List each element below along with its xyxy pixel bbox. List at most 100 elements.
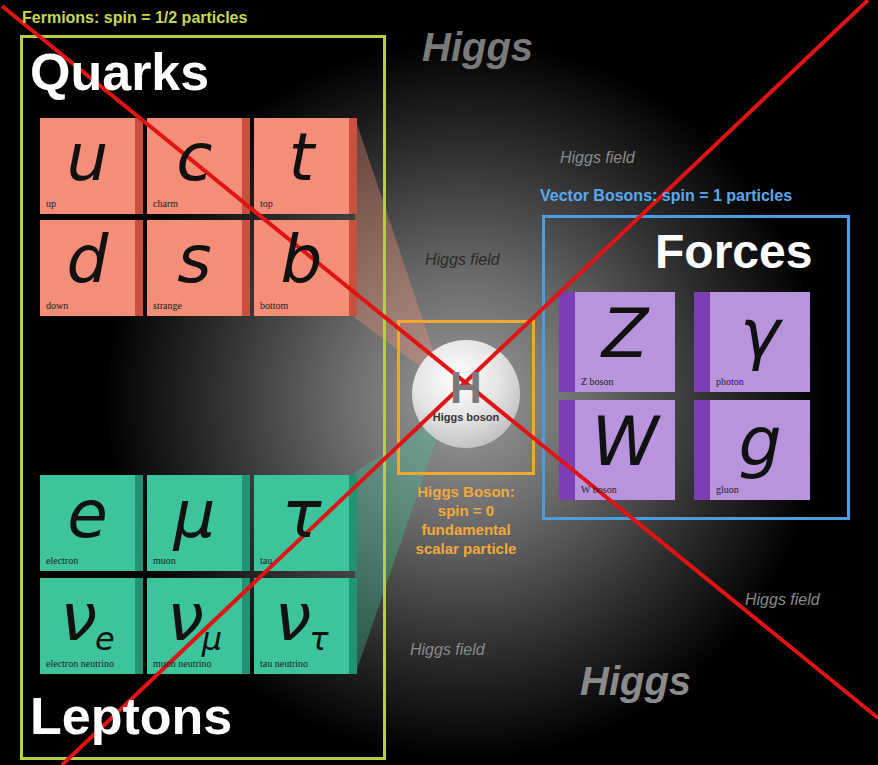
text-holder: Higgs <box>580 658 691 704</box>
group-title: Leptons <box>30 686 232 746</box>
lepton-cube: μ muon <box>147 475 242 571</box>
particle-symbol: s <box>177 222 211 298</box>
particle-name: electron neutrino <box>40 658 118 674</box>
symbol-group: t <box>289 120 315 196</box>
particle-name: down <box>40 300 72 316</box>
particle-symbol: c <box>176 120 212 196</box>
particle-name: strange <box>147 300 186 316</box>
symbol-group: u <box>67 120 109 196</box>
quark-cube: d down <box>40 220 135 316</box>
group-heading: Vector Bosons: spin = 1 particles <box>540 186 792 206</box>
lepton-cube: νμmuon neutrino <box>147 578 242 674</box>
symbol-row: c <box>147 118 242 198</box>
particle-name: gluon <box>710 484 743 500</box>
text-holder: Higgs Boson: spin = 0 fundamental scalar… <box>404 482 528 558</box>
watermark-text: Higgs <box>580 658 691 704</box>
watermark-text: Higgs <box>422 24 533 70</box>
symbol-group: d <box>67 222 109 298</box>
quark-cube: uup <box>40 118 135 214</box>
group-title: Forces <box>655 224 812 280</box>
symbol-row: νe <box>40 578 135 658</box>
particle-subscript: e <box>95 622 115 657</box>
symbol-row: b <box>254 220 349 300</box>
watermark-text: Higgs field <box>745 590 820 610</box>
lepton-cube: e electron <box>40 475 135 571</box>
cross-line <box>62 0 868 765</box>
particle-name: muon neutrino <box>147 658 216 674</box>
higgs-sphere: HHiggs boson <box>412 340 520 448</box>
particle-name: Higgs boson <box>424 411 508 424</box>
symbol-row: τ <box>254 475 349 555</box>
lepton-cube: τtau <box>254 475 349 571</box>
particle-subscript: μ <box>202 622 222 657</box>
particle-name: top <box>254 198 277 214</box>
symbol-group: γ <box>740 295 780 373</box>
symbol-row: γ <box>710 292 810 376</box>
particle-symbol: ν <box>167 580 204 656</box>
particle-symbol: γ <box>740 295 780 373</box>
boson-cube: g gluon <box>710 400 810 500</box>
particle-symbol: ν <box>60 580 97 656</box>
quark-cube: c charm <box>147 118 242 214</box>
symbol-row: t <box>254 118 349 198</box>
boson-cube: Z Z boson <box>575 292 675 392</box>
symbol-group: c <box>176 120 212 196</box>
particle-symbol: ν <box>274 580 311 656</box>
quark-cube: s strange <box>147 220 242 316</box>
particle-symbol: e <box>67 477 108 553</box>
particle-name: bottom <box>254 300 292 316</box>
symbol-row: W <box>575 400 675 484</box>
symbol-group: W <box>591 403 658 481</box>
particle-symbol: H <box>450 365 482 411</box>
quark-cube: ttop <box>254 118 349 214</box>
particle-symbol: d <box>67 222 109 298</box>
lepton-cube: ντtau neutrino <box>254 578 349 674</box>
symbol-group: νμ <box>167 580 222 656</box>
text-holder: Vector Bosons: spin = 1 particles <box>540 186 792 206</box>
text-holder: Higgs field <box>560 148 635 168</box>
particle-symbol: g <box>738 403 781 481</box>
particle-name: W boson <box>575 484 621 500</box>
text-holder: Quarks <box>30 42 209 102</box>
particle-symbol: b <box>281 222 323 298</box>
particle-symbol: Z <box>602 295 649 373</box>
fermion-group: Fermions: spin = 1/2 particlesQuarksLept… <box>20 35 386 760</box>
watermark-text: Higgs field <box>425 250 500 270</box>
symbol-row: d <box>40 220 135 300</box>
particle-symbol: μ <box>174 477 216 553</box>
particle-symbol: W <box>591 403 658 481</box>
symbol-row: s <box>147 220 242 300</box>
particle-name: muon <box>147 555 180 571</box>
symbol-row: Z <box>575 292 675 376</box>
group-title: Quarks <box>30 42 209 102</box>
symbol-group: Z <box>602 295 649 373</box>
symbol-row: g <box>710 400 810 484</box>
text-holder: Higgs field <box>425 250 500 270</box>
particle-name: tau neutrino <box>254 658 312 674</box>
symbol-row: u <box>40 118 135 198</box>
boson-cube: W W boson <box>575 400 675 500</box>
particle-symbol: τ <box>282 477 322 553</box>
text-holder: Higgs field <box>410 640 485 660</box>
symbol-row: μ <box>147 475 242 555</box>
particle-name: up <box>40 198 60 214</box>
symbol-group: s <box>177 222 211 298</box>
quark-cube: b bottom <box>254 220 349 316</box>
symbol-row: νμ <box>147 578 242 658</box>
text-holder: Fermions: spin = 1/2 particles <box>22 8 247 28</box>
symbol-row: ντ <box>254 578 349 658</box>
symbol-group: e <box>67 477 108 553</box>
group-heading: Fermions: spin = 1/2 particles <box>22 8 247 28</box>
particle-subscript: τ <box>309 622 328 657</box>
symbol-group: b <box>281 222 323 298</box>
particle-name: electron <box>40 555 82 571</box>
symbol-group: τ <box>282 477 322 553</box>
text-holder: Higgs field <box>745 590 820 610</box>
particle-name: Z boson <box>575 376 618 392</box>
symbol-group: g <box>738 403 781 481</box>
boson-cube: γphoton <box>710 292 810 392</box>
force-group: Vector Bosons: spin = 1 particlesForcesZ… <box>542 215 850 520</box>
text-holder: Leptons <box>30 686 232 746</box>
symbol-group: μ <box>174 477 216 553</box>
particle-name: charm <box>147 198 182 214</box>
